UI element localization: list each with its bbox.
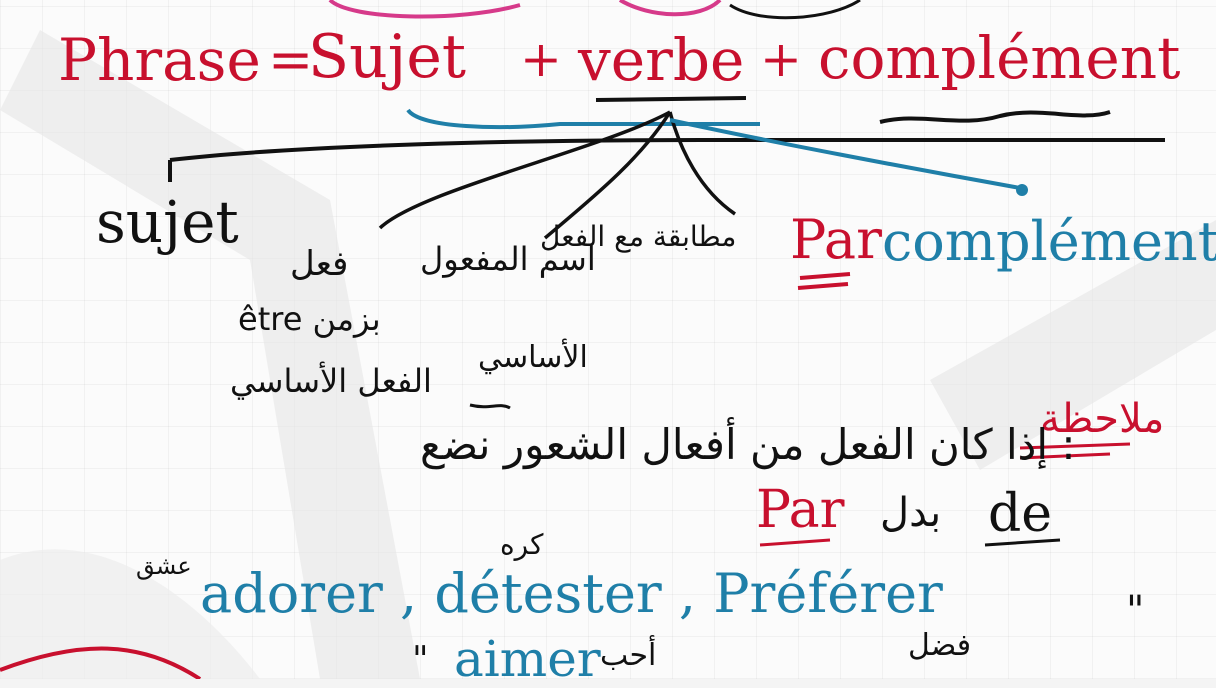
note-left-line1: فعل — [290, 244, 349, 284]
formula-sujet: Sujet — [308, 22, 466, 92]
top-doodle — [328, 0, 861, 20]
formula-complement: complément — [818, 24, 1181, 92]
formula-verbe: verbe — [578, 26, 745, 94]
note-middle-line1: اسم المفعول — [420, 240, 596, 278]
branch-complement: complément — [882, 210, 1216, 273]
verb-karih: كره — [500, 528, 544, 561]
note-left-line2: être بزمن — [238, 300, 381, 338]
remark-badal: بدل — [880, 490, 942, 536]
formula-plus-2: + — [760, 30, 802, 88]
formula-equals: = — [268, 28, 314, 91]
remark-de: de — [988, 484, 1053, 544]
verb-ditto: " — [1126, 588, 1145, 634]
verb-line: adorer , détester , Préférer — [200, 562, 943, 625]
formula-phrase: Phrase — [58, 26, 261, 94]
verb-ditto-2: " — [412, 640, 429, 681]
branch-par: Par — [790, 208, 882, 271]
note-left-line3: الفعل الأساسي — [230, 362, 432, 400]
verb-aimer: aimer — [454, 630, 601, 688]
branch-sujet: sujet — [96, 188, 239, 256]
note-middle-line3: الأساسي — [478, 340, 588, 375]
formula-plus-1: + — [520, 30, 562, 88]
verb-ishq: عشق — [136, 552, 192, 580]
verb-fadal: فضل — [908, 628, 972, 663]
note-middle-line2: مطابقة مع الفعل — [540, 220, 737, 253]
remark-label: ملاحظة — [1040, 396, 1165, 442]
verb-ahab: أحب — [600, 638, 657, 673]
remark-text: : إذا كان الفعل من أفعال الشعور نضع — [420, 420, 1076, 469]
remark-par: Par — [756, 480, 845, 540]
